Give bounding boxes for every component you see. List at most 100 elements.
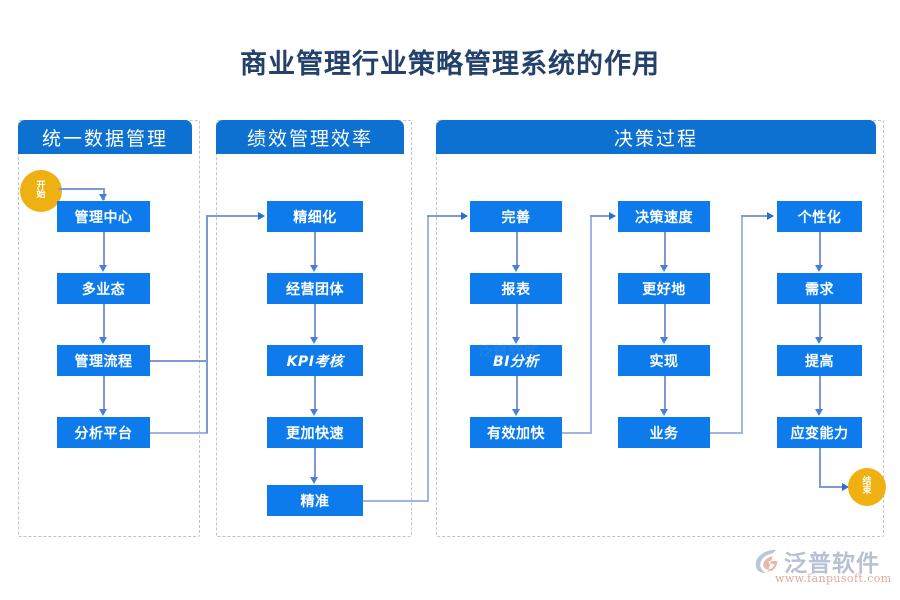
node-label: 有效加快	[487, 425, 545, 442]
node-label: 业务	[649, 425, 679, 442]
connector-col1-2-to-col2	[150, 360, 208, 362]
panel-header-unified-data: 统一数据管理	[18, 120, 192, 154]
connector-col1-merge-vertical	[206, 215, 208, 433]
arrowhead-col3-0-1	[512, 265, 520, 272]
connector-col4-3-to-col5-h2	[741, 215, 769, 217]
node-col3-0[interactable]: 完善	[470, 201, 562, 232]
node-col4-1[interactable]: 更好地	[618, 273, 710, 304]
arrowhead-col2-2-3	[310, 409, 318, 416]
connector-col4-2-3	[664, 376, 666, 410]
connector-col2-3-4	[314, 448, 316, 478]
arrowhead-col1-1-2	[99, 337, 107, 344]
node-col5-3[interactable]: 应变能力	[777, 417, 862, 448]
node-label: KPI考核	[286, 353, 344, 370]
node-col5-0[interactable]: 个性化	[777, 201, 862, 232]
brand-url: www.fanpusoft.com	[775, 572, 892, 585]
connector-col3-3-to-col4-v	[590, 215, 592, 433]
brand-name: 泛普软件	[784, 551, 880, 577]
connector-col2-4-to-col3-v	[427, 215, 429, 501]
connector-col1-3-to-col2	[150, 432, 208, 434]
connector-col2-1-2	[314, 304, 316, 338]
connector-col3-1-2	[516, 304, 518, 338]
connector-col3-3-to-col4-h1	[562, 432, 592, 434]
panel-header-label: 统一数据管理	[41, 127, 168, 150]
arrowhead-col1-0-1	[99, 265, 107, 272]
node-col1-0[interactable]: 管理中心	[57, 201, 150, 232]
connector-col1-1-2	[103, 304, 105, 338]
node-label: 实现	[649, 353, 679, 370]
arrowhead-col4-0-1	[660, 265, 668, 272]
node-label: 精准	[300, 493, 330, 510]
fanpu-logo-icon	[755, 549, 778, 574]
node-col2-1[interactable]: 经营团体	[267, 273, 363, 304]
arrowhead-col5-1-2	[815, 337, 823, 344]
connector-col4-1-2	[664, 304, 666, 338]
connector-col2-0-1	[314, 232, 316, 266]
connector-col5-1-2	[819, 304, 821, 338]
panel-header-performance-efficiency: 绩效管理效率	[216, 120, 404, 154]
connector-col5-0-1	[819, 232, 821, 266]
arrowhead-col3-1-2	[512, 337, 520, 344]
panel-header-decision-process: 决策过程	[436, 120, 876, 154]
node-label: 提高	[805, 353, 834, 370]
connector-col1-merge-into-col2	[206, 215, 260, 217]
connector-start-to-col1-h	[58, 188, 104, 190]
node-label: 更加快速	[286, 425, 344, 442]
node-label: 多业态	[81, 281, 126, 298]
node-col2-2[interactable]: KPI考核	[267, 345, 363, 376]
ghost-watermark: 泛普软件	[478, 342, 539, 360]
node-col3-1[interactable]: 报表	[470, 273, 562, 304]
panel-header-label: 决策过程	[613, 127, 698, 150]
node-col4-3[interactable]: 业务	[618, 417, 710, 448]
node-col1-2[interactable]: 管理流程	[57, 345, 150, 376]
arrowhead-col2-3-4	[310, 477, 318, 484]
node-col2-4[interactable]: 精准	[267, 485, 363, 516]
node-col3-2[interactable]: BI分析	[470, 345, 562, 376]
connector-col5-2-3	[819, 376, 821, 410]
node-label: BI分析	[493, 353, 539, 370]
arrowhead-start-to-col1	[99, 194, 107, 201]
node-label: 更好地	[642, 281, 686, 298]
node-col4-2[interactable]: 实现	[618, 345, 710, 376]
arrowhead-col2-0-1	[310, 265, 318, 272]
node-label: 管理流程	[74, 353, 133, 370]
brand-watermark: 泛普软件 www.fanpusoft.com	[752, 544, 892, 592]
node-label: 个性化	[797, 209, 842, 226]
connector-col5-3-to-end-h	[819, 486, 844, 488]
connector-col4-0-1	[664, 232, 666, 266]
connector-col4-3-to-col5-v	[741, 215, 743, 433]
arrowhead-col1-to-col2	[258, 212, 265, 220]
end-terminator: 结 束	[848, 468, 886, 506]
arrowhead-col4-1-2	[660, 337, 668, 344]
panel-header-label: 绩效管理效率	[246, 127, 373, 150]
node-col5-2[interactable]: 提高	[777, 345, 862, 376]
arrowhead-col3-2-3	[512, 409, 520, 416]
connector-col1-2-3	[103, 376, 105, 410]
arrowhead-col5-to-end	[842, 483, 849, 491]
connector-col3-2-3	[516, 376, 518, 410]
node-label: 管理中心	[74, 209, 133, 226]
arrowhead-col5-0-1	[815, 265, 823, 272]
arrowhead-col2-1-2	[310, 337, 318, 344]
connector-col5-3-to-end-v	[819, 448, 821, 487]
arrowhead-col1-2-3	[99, 409, 107, 416]
node-label: 分析平台	[74, 425, 133, 442]
connector-col3-0-1	[516, 232, 518, 266]
start-label-line1: 开	[36, 180, 46, 191]
node-col3-3[interactable]: 有效加快	[470, 417, 562, 448]
node-col1-1[interactable]: 多业态	[57, 273, 150, 304]
node-label: 决策速度	[635, 209, 693, 226]
node-col5-1[interactable]: 需求	[777, 273, 862, 304]
panel-decision-process	[436, 120, 884, 537]
node-col4-0[interactable]: 决策速度	[618, 201, 710, 232]
node-col1-3[interactable]: 分析平台	[57, 417, 150, 448]
node-col2-0[interactable]: 精细化	[267, 201, 363, 232]
arrowhead-col3-to-col4	[609, 212, 616, 220]
node-label: 精细化	[293, 209, 337, 226]
node-label: 应变能力	[790, 425, 849, 442]
arrowhead-col4-to-col5	[767, 212, 774, 220]
connector-col3-3-to-col4-h2	[590, 215, 611, 217]
node-col2-3[interactable]: 更加快速	[267, 417, 363, 448]
connector-col4-3-to-col5-h1	[710, 432, 743, 434]
